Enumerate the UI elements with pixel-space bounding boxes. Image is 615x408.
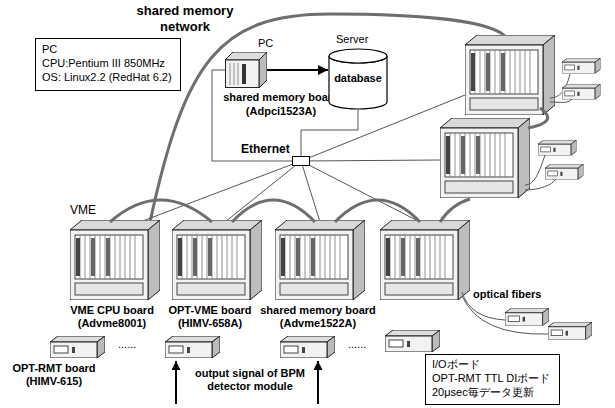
spec-line: CPU:Pentium III 850MHz — [42, 57, 174, 71]
board-label: VME CPU board (Advme8001) — [62, 304, 162, 330]
note-line: OPT-RMT TTL DIボード — [432, 372, 553, 386]
vme-crate — [465, 35, 555, 115]
cylinder-top — [329, 49, 387, 63]
vme-crate — [172, 220, 262, 300]
network-label: shared memory network — [120, 3, 250, 34]
vme-crate — [380, 220, 470, 300]
pc-front — [226, 60, 260, 88]
ellipsis: ...... — [118, 338, 136, 351]
pc-side — [259, 52, 267, 88]
database-label: database — [328, 72, 388, 86]
signal-arrow — [317, 361, 319, 404]
note-line: 20μsec毎データ更新 — [432, 386, 553, 400]
board-label: shared memory board (Advme1522A) — [257, 304, 379, 330]
board-label: OPT-RMT board (HIMV-615) — [8, 362, 100, 388]
ellipsis: ...... — [348, 338, 366, 351]
signal-label: output signal of BPM detector module — [193, 367, 307, 393]
vme-crate — [440, 118, 530, 198]
spec-box: PCCPU:Pentium III 850MHzOS: Linux2.2 (Re… — [35, 38, 181, 91]
rmt-board — [385, 330, 440, 352]
crate-group-label: VME — [70, 203, 96, 217]
server-node: Serverdatabase — [328, 48, 388, 110]
ethernet-cable — [301, 110, 358, 156]
shared-memory-link — [110, 108, 548, 222]
shared-memory-card — [242, 64, 246, 84]
ethernet-hub: Ethernet — [292, 156, 310, 166]
board-label: OPT-VME board (HIMV-658A) — [160, 304, 260, 330]
vme-crate — [70, 220, 160, 300]
spec-title: PC — [42, 43, 174, 57]
ethernet-label: Ethernet — [241, 142, 290, 157]
pc-slots — [230, 63, 238, 85]
data-arrow — [267, 69, 328, 71]
spec-line: OS: Linux2.2 (RedHat 6.2) — [42, 71, 174, 85]
rmt-board — [50, 336, 105, 358]
cylinder-body — [329, 56, 387, 109]
server-label: Server — [336, 33, 368, 47]
rmt-board — [538, 140, 577, 155]
board-label: shared memory board (Adpci1523A) — [217, 91, 345, 119]
vme-crate — [275, 220, 365, 300]
rmt-board — [562, 58, 601, 73]
rmt-board — [505, 308, 549, 326]
rmt-board — [545, 164, 584, 179]
signal-arrow — [175, 361, 177, 404]
pc-node: PCshared memory board (Adpci1523A) — [225, 52, 267, 88]
pc-drawing — [225, 52, 267, 88]
rmt-board — [280, 336, 335, 358]
rmt-board — [548, 322, 592, 340]
pc-label: PC — [258, 37, 273, 51]
io-note-box: I/OボードOPT-RMT TTL DIボード20μsec毎データ更新 — [425, 354, 560, 405]
rmt-board — [165, 336, 220, 358]
optical-fiber — [462, 74, 572, 334]
fiber-label: optical fibers — [473, 288, 541, 301]
rmt-board — [562, 84, 601, 99]
note-line: I/Oボード — [432, 358, 553, 372]
